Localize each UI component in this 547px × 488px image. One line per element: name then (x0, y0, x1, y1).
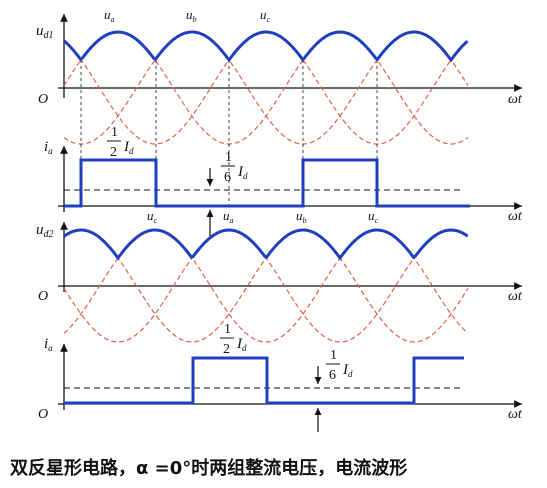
panel-ud1: ud1 ua ub uc O ωt (36, 7, 523, 206)
panel-ia-top: ia 1 2 Id 1 6 Id uc ua ub uc ωt (44, 125, 523, 236)
ua-wave-label: ua (104, 7, 115, 24)
svg-text:Id: Id (123, 139, 134, 156)
sixth-id-label: 1 6 Id (221, 150, 248, 185)
half-id-label-bottom: 1 2 Id (220, 322, 247, 357)
ia-bottom-axis-label: ia (44, 336, 53, 353)
svg-text:Id: Id (342, 362, 353, 379)
svg-text:6: 6 (329, 368, 336, 383)
ia-top-wt-label: ωt (508, 209, 523, 224)
half-id-label: 1 2 Id (107, 125, 134, 160)
ua-prime-label: ua (223, 208, 234, 225)
ud1-output-voltage-wave (62, 30, 469, 63)
ud2-origin-label: O (38, 289, 48, 304)
ia-bottom-origin-label: O (38, 407, 48, 422)
ia-top-axis-label: ia (44, 139, 53, 156)
ud2-axis-label: ud2 (36, 222, 54, 240)
ia-top-current-wave (64, 158, 470, 208)
ub-prime-label: ub (296, 208, 307, 225)
ia-bottom-current-wave (64, 356, 464, 405)
sixth-id-label-bottom: 1 6 Id (326, 348, 353, 383)
ia-bottom-wt-label: ωt (508, 407, 523, 422)
ub-wave-label: ub (186, 7, 197, 24)
uc-prime-label: uc (147, 208, 158, 225)
svg-text:1: 1 (111, 125, 118, 140)
svg-text:1: 1 (224, 322, 231, 337)
svg-text:2: 2 (110, 145, 117, 160)
svg-text:6: 6 (224, 170, 231, 185)
svg-text:2: 2 (223, 342, 230, 357)
ud2-output-voltage-wave (63, 228, 469, 261)
figure-caption: 双反星形电路，α =0°时两组整流电压，电流波形 (10, 457, 407, 479)
ud2-wt-label: ωt (508, 289, 523, 304)
ud1-wt-label: ωt (508, 92, 523, 107)
ub-phase-wave (63, 31, 469, 145)
svg-text:Id: Id (237, 164, 248, 181)
svg-text:1: 1 (225, 150, 232, 165)
ud1-axis-label: ud1 (36, 23, 54, 41)
ud1-origin-label: O (38, 92, 48, 107)
svg-text:Id: Id (236, 336, 247, 353)
panel-ia-bottom: ia 1 2 Id 1 6 Id O ωt (38, 322, 523, 432)
svg-text:1: 1 (330, 348, 337, 363)
uc-prime2-label: uc (368, 208, 379, 225)
panel-ud2: ud2 O ωt (36, 222, 523, 343)
uc-wave-label: uc (260, 7, 271, 24)
